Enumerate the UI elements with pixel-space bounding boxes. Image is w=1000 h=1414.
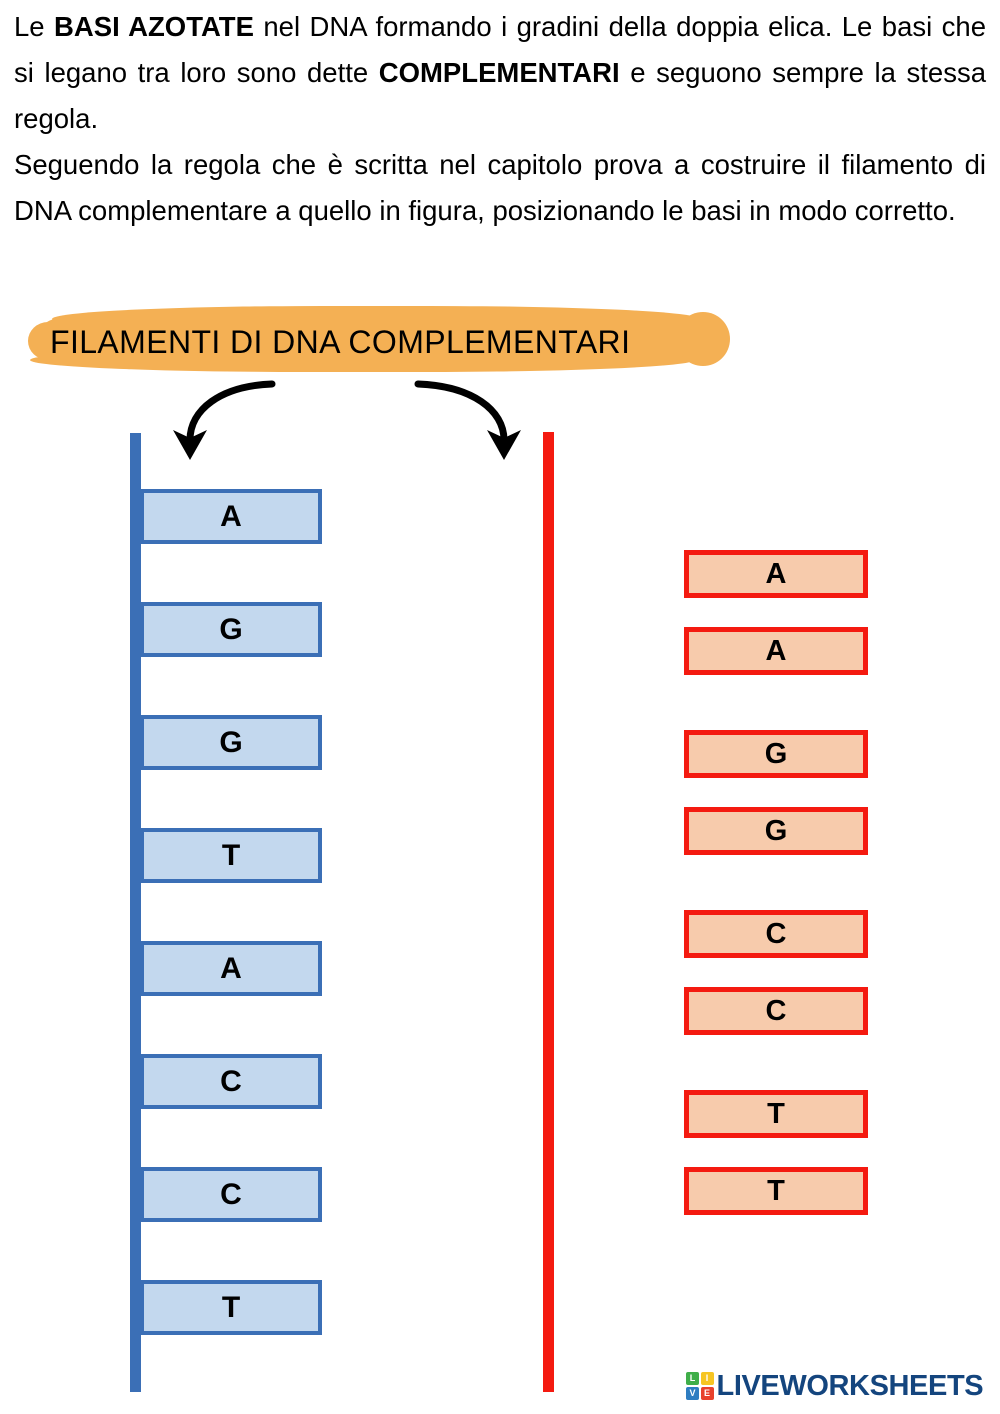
highlighter-stroke-right-cap bbox=[676, 312, 730, 366]
draggable-base-tile[interactable]: A bbox=[684, 550, 868, 598]
draggable-base-tile[interactable]: C bbox=[684, 910, 868, 958]
curved-arrow-down-left bbox=[173, 380, 276, 460]
intro-text-block: Le BASI AZOTATE nel DNA formando i gradi… bbox=[14, 4, 986, 234]
intro-paragraph-1: Le BASI AZOTATE nel DNA formando i gradi… bbox=[14, 4, 986, 142]
base-box-left: C bbox=[140, 1054, 322, 1109]
term-basi-azotate: BASI AZOTATE bbox=[54, 11, 254, 42]
tile-gap bbox=[684, 958, 868, 987]
draggable-base-tile[interactable]: T bbox=[684, 1167, 868, 1215]
right-strand-backbone bbox=[543, 432, 554, 1392]
draggable-base-tile[interactable]: C bbox=[684, 987, 868, 1035]
logo-tile-i: I bbox=[700, 1372, 714, 1386]
liveworksheets-logo[interactable]: L I V E LIVEWORKSHEETS bbox=[686, 1366, 984, 1406]
draggable-base-tile[interactable]: A bbox=[684, 627, 868, 675]
curved-arrow-down-right bbox=[414, 380, 521, 460]
tile-gap bbox=[684, 598, 868, 627]
left-strand-base-column: A G G T A C C T bbox=[140, 489, 322, 1393]
base-box-left: G bbox=[140, 715, 322, 770]
draggable-base-tile[interactable]: G bbox=[684, 730, 868, 778]
intro-p1-middle: nel DNA formando i gradini della doppia … bbox=[14, 11, 987, 88]
logo-wordmark: LIVEWORKSHEETS bbox=[716, 1369, 984, 1402]
base-box-left: T bbox=[140, 828, 322, 883]
page-title: FILAMENTI DI DNA COMPLEMENTARI bbox=[50, 324, 631, 360]
base-box-left: G bbox=[140, 602, 322, 657]
highlighter-stroke-left-cap bbox=[28, 322, 68, 360]
left-strand-backbone bbox=[130, 433, 141, 1392]
logo-tile-l: L bbox=[686, 1372, 699, 1386]
draggable-base-tile[interactable]: G bbox=[684, 807, 868, 855]
tile-gap bbox=[684, 1138, 868, 1167]
base-box-left: C bbox=[140, 1167, 322, 1222]
term-complementari: COMPLEMENTARI bbox=[378, 57, 620, 88]
logo-tile-e: E bbox=[700, 1386, 714, 1400]
logo-tile-v: V bbox=[686, 1386, 699, 1400]
arrow-group bbox=[160, 372, 540, 472]
title-banner: FILAMENTI DI DNA COMPLEMENTARI bbox=[28, 298, 730, 384]
base-box-left: A bbox=[140, 941, 322, 996]
highlighter-stroke-bottom bbox=[30, 348, 694, 372]
base-box-left: A bbox=[140, 489, 322, 544]
logo-tile-grid: L I V E bbox=[686, 1372, 714, 1400]
intro-p1-tail: e seguono sempre la stessa regola. bbox=[14, 57, 987, 134]
intro-paragraph-2: Seguendo la regola che è scritta nel cap… bbox=[14, 149, 986, 226]
tile-gap bbox=[684, 778, 868, 807]
tile-gap bbox=[684, 1035, 868, 1090]
draggable-base-tile[interactable]: T bbox=[684, 1090, 868, 1138]
right-strand-base-column: A A G G C C T T bbox=[684, 550, 868, 1215]
tile-gap bbox=[684, 675, 868, 730]
base-box-left: T bbox=[140, 1280, 322, 1335]
intro-p1-lead: Le bbox=[14, 11, 55, 42]
tile-gap bbox=[684, 855, 868, 910]
